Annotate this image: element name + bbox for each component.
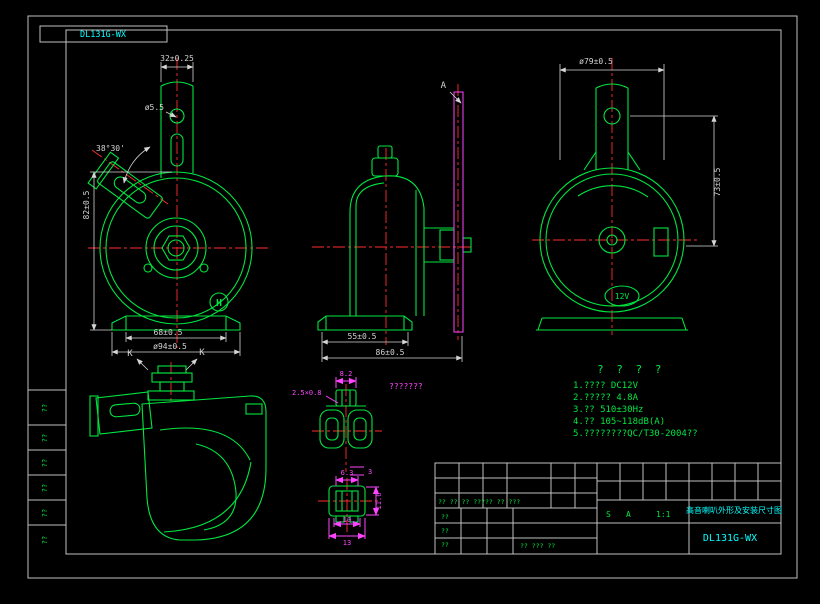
rear-view bbox=[536, 83, 688, 331]
note-line-5: 5.????????QC/T30-2004?? bbox=[573, 429, 698, 439]
front-view bbox=[87, 81, 253, 331]
margin-cell-1: ?? bbox=[41, 404, 49, 412]
voltage-badge: 12V bbox=[615, 292, 630, 301]
rear-dim-width: ø79±0.5 bbox=[579, 57, 613, 66]
margin-cell-3: ?? bbox=[41, 459, 49, 467]
detail-dim-gap: 3 bbox=[368, 468, 372, 476]
detail-dim-conn-total: 13 bbox=[343, 539, 351, 547]
front-dim-angle: 38°30' bbox=[96, 144, 125, 153]
brand-logo-letter: H bbox=[216, 298, 222, 309]
margin-cell-6: ?? bbox=[41, 536, 49, 544]
note-line-1: 1.???? DC12V bbox=[573, 381, 639, 391]
side-dim-body: 55±0.5 bbox=[348, 332, 377, 341]
title-block-grid bbox=[434, 462, 782, 555]
margin-cell-5: ?? bbox=[41, 509, 49, 517]
title-block-process-label: ?? bbox=[441, 541, 449, 549]
drawing-frame bbox=[27, 15, 798, 579]
notes-title: ? ? ? ? bbox=[597, 363, 664, 376]
title-block-drawing-no: DL131G-WX bbox=[703, 533, 757, 544]
front-dim-base: 68±0.5 bbox=[154, 328, 183, 337]
stage-mark-s: S bbox=[606, 510, 611, 519]
title-block-bottom-labels: ?? ??? ?? bbox=[520, 542, 555, 550]
margin-cell-2: ?? bbox=[41, 434, 49, 442]
scale-value: 1:1 bbox=[656, 510, 671, 519]
section-label-k1: K bbox=[127, 349, 133, 359]
side-dim-overall: 86±0.5 bbox=[376, 348, 405, 357]
mounting-plate-edge-view bbox=[453, 91, 464, 333]
front-view-bracket-arm bbox=[87, 151, 163, 219]
front-dim-flange: ø94±0.5 bbox=[153, 342, 187, 351]
detail-dim-blade: 2.5×0.8 bbox=[292, 389, 322, 397]
detail-dim-top: 8.2 bbox=[340, 370, 353, 378]
title-block-check-label: ?? bbox=[441, 527, 449, 535]
detail-caption: ??????? bbox=[389, 382, 423, 391]
section-label-k2: K bbox=[199, 348, 205, 358]
terminal-detail bbox=[319, 389, 373, 449]
side-view bbox=[317, 145, 472, 331]
stage-mark-a: A bbox=[626, 510, 631, 519]
sheet-number-box bbox=[39, 25, 168, 43]
sheet-number-top-label: DL131G-WX bbox=[80, 30, 127, 40]
note-line-4: 4.?? 105~118dB(A) bbox=[573, 417, 665, 427]
detail-dim-conn-height: 11.6 bbox=[375, 493, 383, 510]
voltage-badge-oval bbox=[604, 285, 640, 307]
note-line-3: 3.?? 510±30Hz bbox=[573, 405, 643, 415]
front-dim-height: 82±0.5 bbox=[82, 190, 91, 219]
margin-cell-4: ?? bbox=[41, 484, 49, 492]
rear-dim-height: 73±0.5 bbox=[713, 167, 722, 196]
front-dim-hole: ø5.5 bbox=[145, 103, 164, 112]
detail-dim-conn-width: 6.3 bbox=[341, 469, 354, 477]
view-arrow-label-a: A bbox=[441, 81, 447, 91]
title-block-revision-row: ?? ?? ?? ????? ?? ??? bbox=[438, 498, 520, 506]
title-block-design-label: ?? bbox=[441, 513, 449, 521]
section-view-k bbox=[89, 365, 267, 541]
dimension-lines bbox=[90, 62, 718, 371]
title-block-title: 高音喇叭外形及安装尺寸图 bbox=[686, 505, 782, 515]
mounting-plate-and-detail-dims bbox=[325, 91, 464, 540]
logo-circle bbox=[209, 292, 229, 312]
center-lines bbox=[88, 58, 700, 532]
part-geometry bbox=[87, 81, 688, 541]
detail-dim-conn-outer: 10 bbox=[343, 516, 351, 524]
note-line-2: 2.????? 4.8A bbox=[573, 393, 639, 403]
front-dim-top: 32±0.25 bbox=[160, 54, 194, 63]
